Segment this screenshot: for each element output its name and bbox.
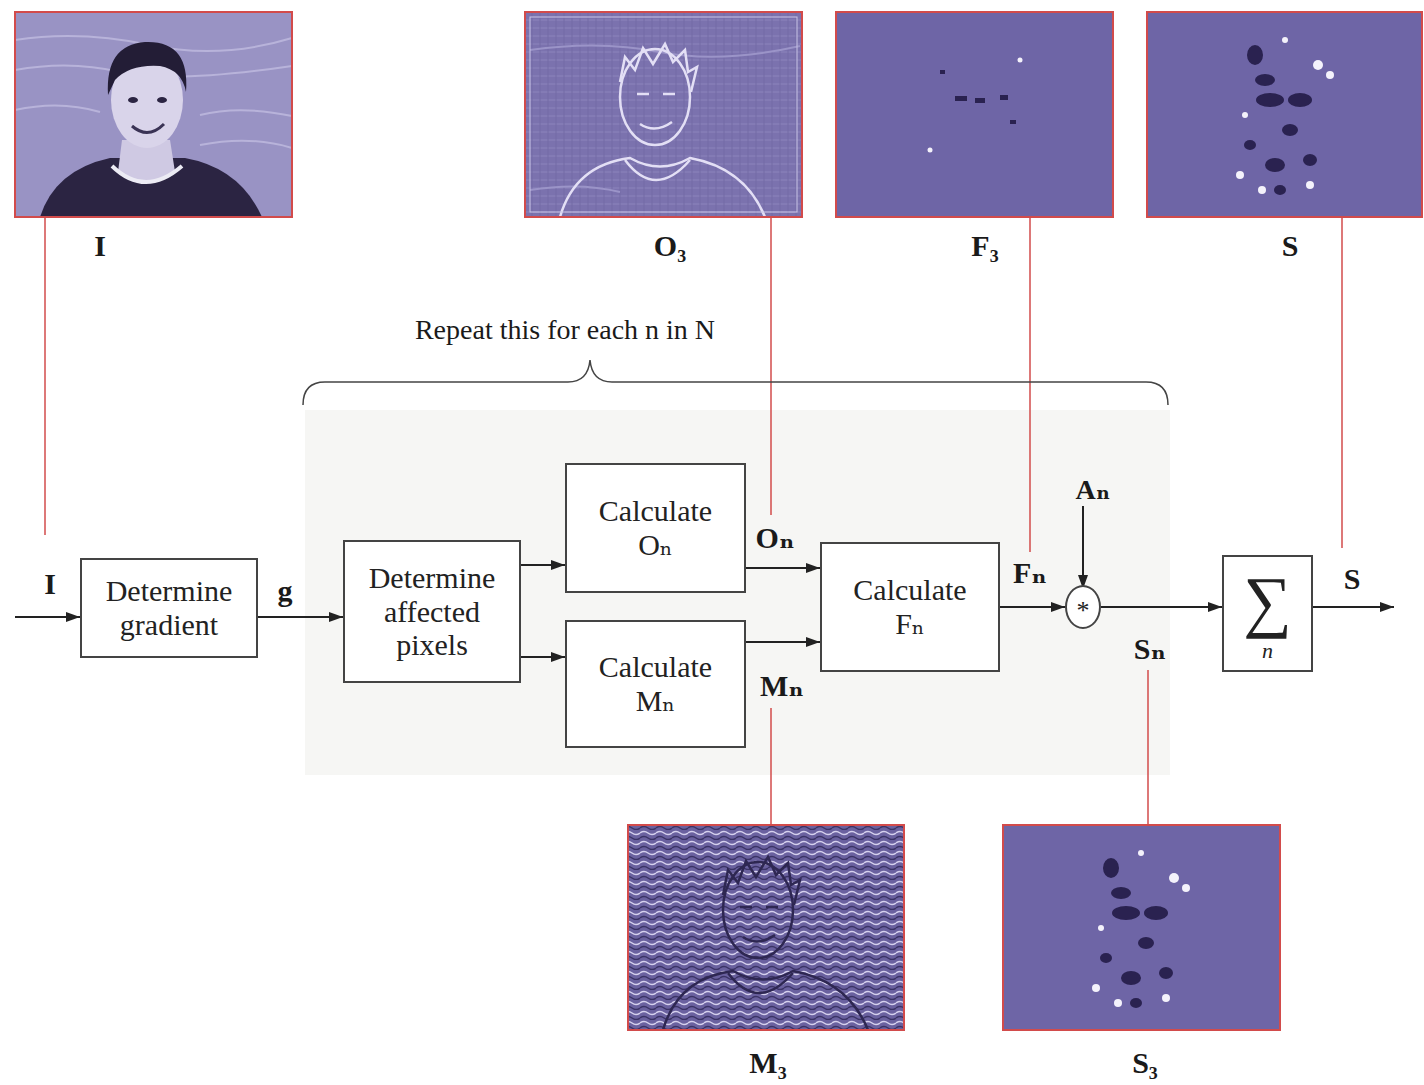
illustration-part [525, 12, 802, 217]
illustration-part [525, 12, 802, 217]
illustration-part [836, 12, 1113, 217]
image-caption: S [1282, 229, 1299, 262]
illustration-part [112, 166, 182, 182]
illustration-part [1092, 850, 1190, 1008]
illustration-part [770, 217, 772, 515]
node-text: ∑ [1243, 563, 1291, 639]
illustration-part [15, 616, 80, 618]
illustration-part [15, 105, 100, 112]
illustration-part [128, 97, 138, 103]
illustration-part [940, 70, 945, 74]
illustration-part [44, 217, 46, 535]
illustration-part [836, 12, 1113, 217]
illustration-part [157, 97, 167, 103]
image-caption: M₃ [749, 1046, 786, 1079]
node-text: Calculate Oₙ [589, 494, 722, 561]
illustration-part [928, 148, 933, 153]
signal-name: I [44, 567, 56, 600]
illustration-part [1018, 58, 1023, 63]
node-text: Determine gradient [92, 574, 246, 641]
illustration-part [108, 42, 187, 95]
illustration-part [770, 708, 772, 825]
arrow-connector [746, 567, 820, 569]
illustration-part [955, 96, 967, 101]
process-box: Calculate Oₙ [565, 463, 746, 593]
signal-name: Aₙ [1076, 475, 1111, 506]
process-box: Calculate Mₙ [565, 620, 746, 748]
m-image [628, 825, 904, 1030]
node-text: n [1262, 639, 1273, 664]
illustration-part [1003, 825, 1280, 1030]
process-box: Calculate Fₙ [820, 542, 1000, 672]
edge-label: Sₙ [1134, 632, 1166, 665]
s-image [1147, 12, 1422, 217]
leader-lines [45, 217, 1342, 825]
illustration-part [1003, 825, 1280, 1030]
illustration-part [200, 141, 292, 148]
image-caption: I [94, 229, 106, 262]
loop-note: Repeat this for each n in N [415, 315, 715, 346]
illustration-part [15, 12, 292, 217]
loop-brace [303, 360, 1168, 405]
signal-name: S [1344, 562, 1361, 595]
process-box: Determine affected pixels [343, 540, 521, 683]
node-text: Calculate Mₙ [589, 650, 722, 717]
node-text: Determine affected pixels [355, 561, 509, 662]
node-text: * [1077, 599, 1090, 622]
illustration-part [1082, 506, 1084, 589]
illustration-part [530, 17, 797, 212]
edge-label: Mₙ [760, 669, 804, 702]
illustration-part [560, 44, 765, 217]
convolution-circle: * [1065, 585, 1101, 629]
arrow-connector [521, 564, 565, 566]
orientation-image [525, 12, 802, 217]
arrow-connector [746, 641, 820, 643]
illustration-part [1147, 12, 1422, 217]
illustration-part [1236, 37, 1334, 195]
process-box: Determine gradient [80, 558, 258, 658]
image-caption: S₃ [1132, 1046, 1158, 1079]
edge-label: Fₙ [1013, 556, 1047, 589]
arrow-connector [258, 616, 343, 618]
loop-region [305, 410, 1170, 775]
illustration-part [1029, 217, 1031, 552]
image-caption: O₃ [654, 229, 686, 262]
arrow-connector [521, 656, 565, 658]
illustration-part [1341, 217, 1343, 548]
illustration-part [132, 124, 164, 133]
illustration-part [628, 825, 904, 1030]
s3-image [1003, 825, 1280, 1030]
node-text: Calculate Fₙ [844, 573, 976, 640]
illustration-part [975, 98, 985, 103]
edge-label: g [278, 574, 293, 607]
image-caption: F₃ [971, 229, 998, 262]
illustration-part [200, 110, 292, 116]
photo-input [15, 12, 292, 217]
illustration-part [1147, 670, 1149, 825]
illustration-part [1000, 95, 1008, 100]
f-image [836, 12, 1113, 217]
arrow-connector [1101, 606, 1222, 608]
illustration-part [1313, 606, 1394, 608]
summation-box: ∑n [1222, 555, 1313, 672]
illustration-part [15, 12, 292, 217]
edge-label: Oₙ [756, 521, 795, 554]
arrow-connector [1000, 606, 1065, 608]
illustration-part [663, 857, 868, 1030]
illustration-part [1147, 12, 1422, 217]
illustration-part [1010, 120, 1016, 124]
illustration-part [628, 825, 904, 1030]
